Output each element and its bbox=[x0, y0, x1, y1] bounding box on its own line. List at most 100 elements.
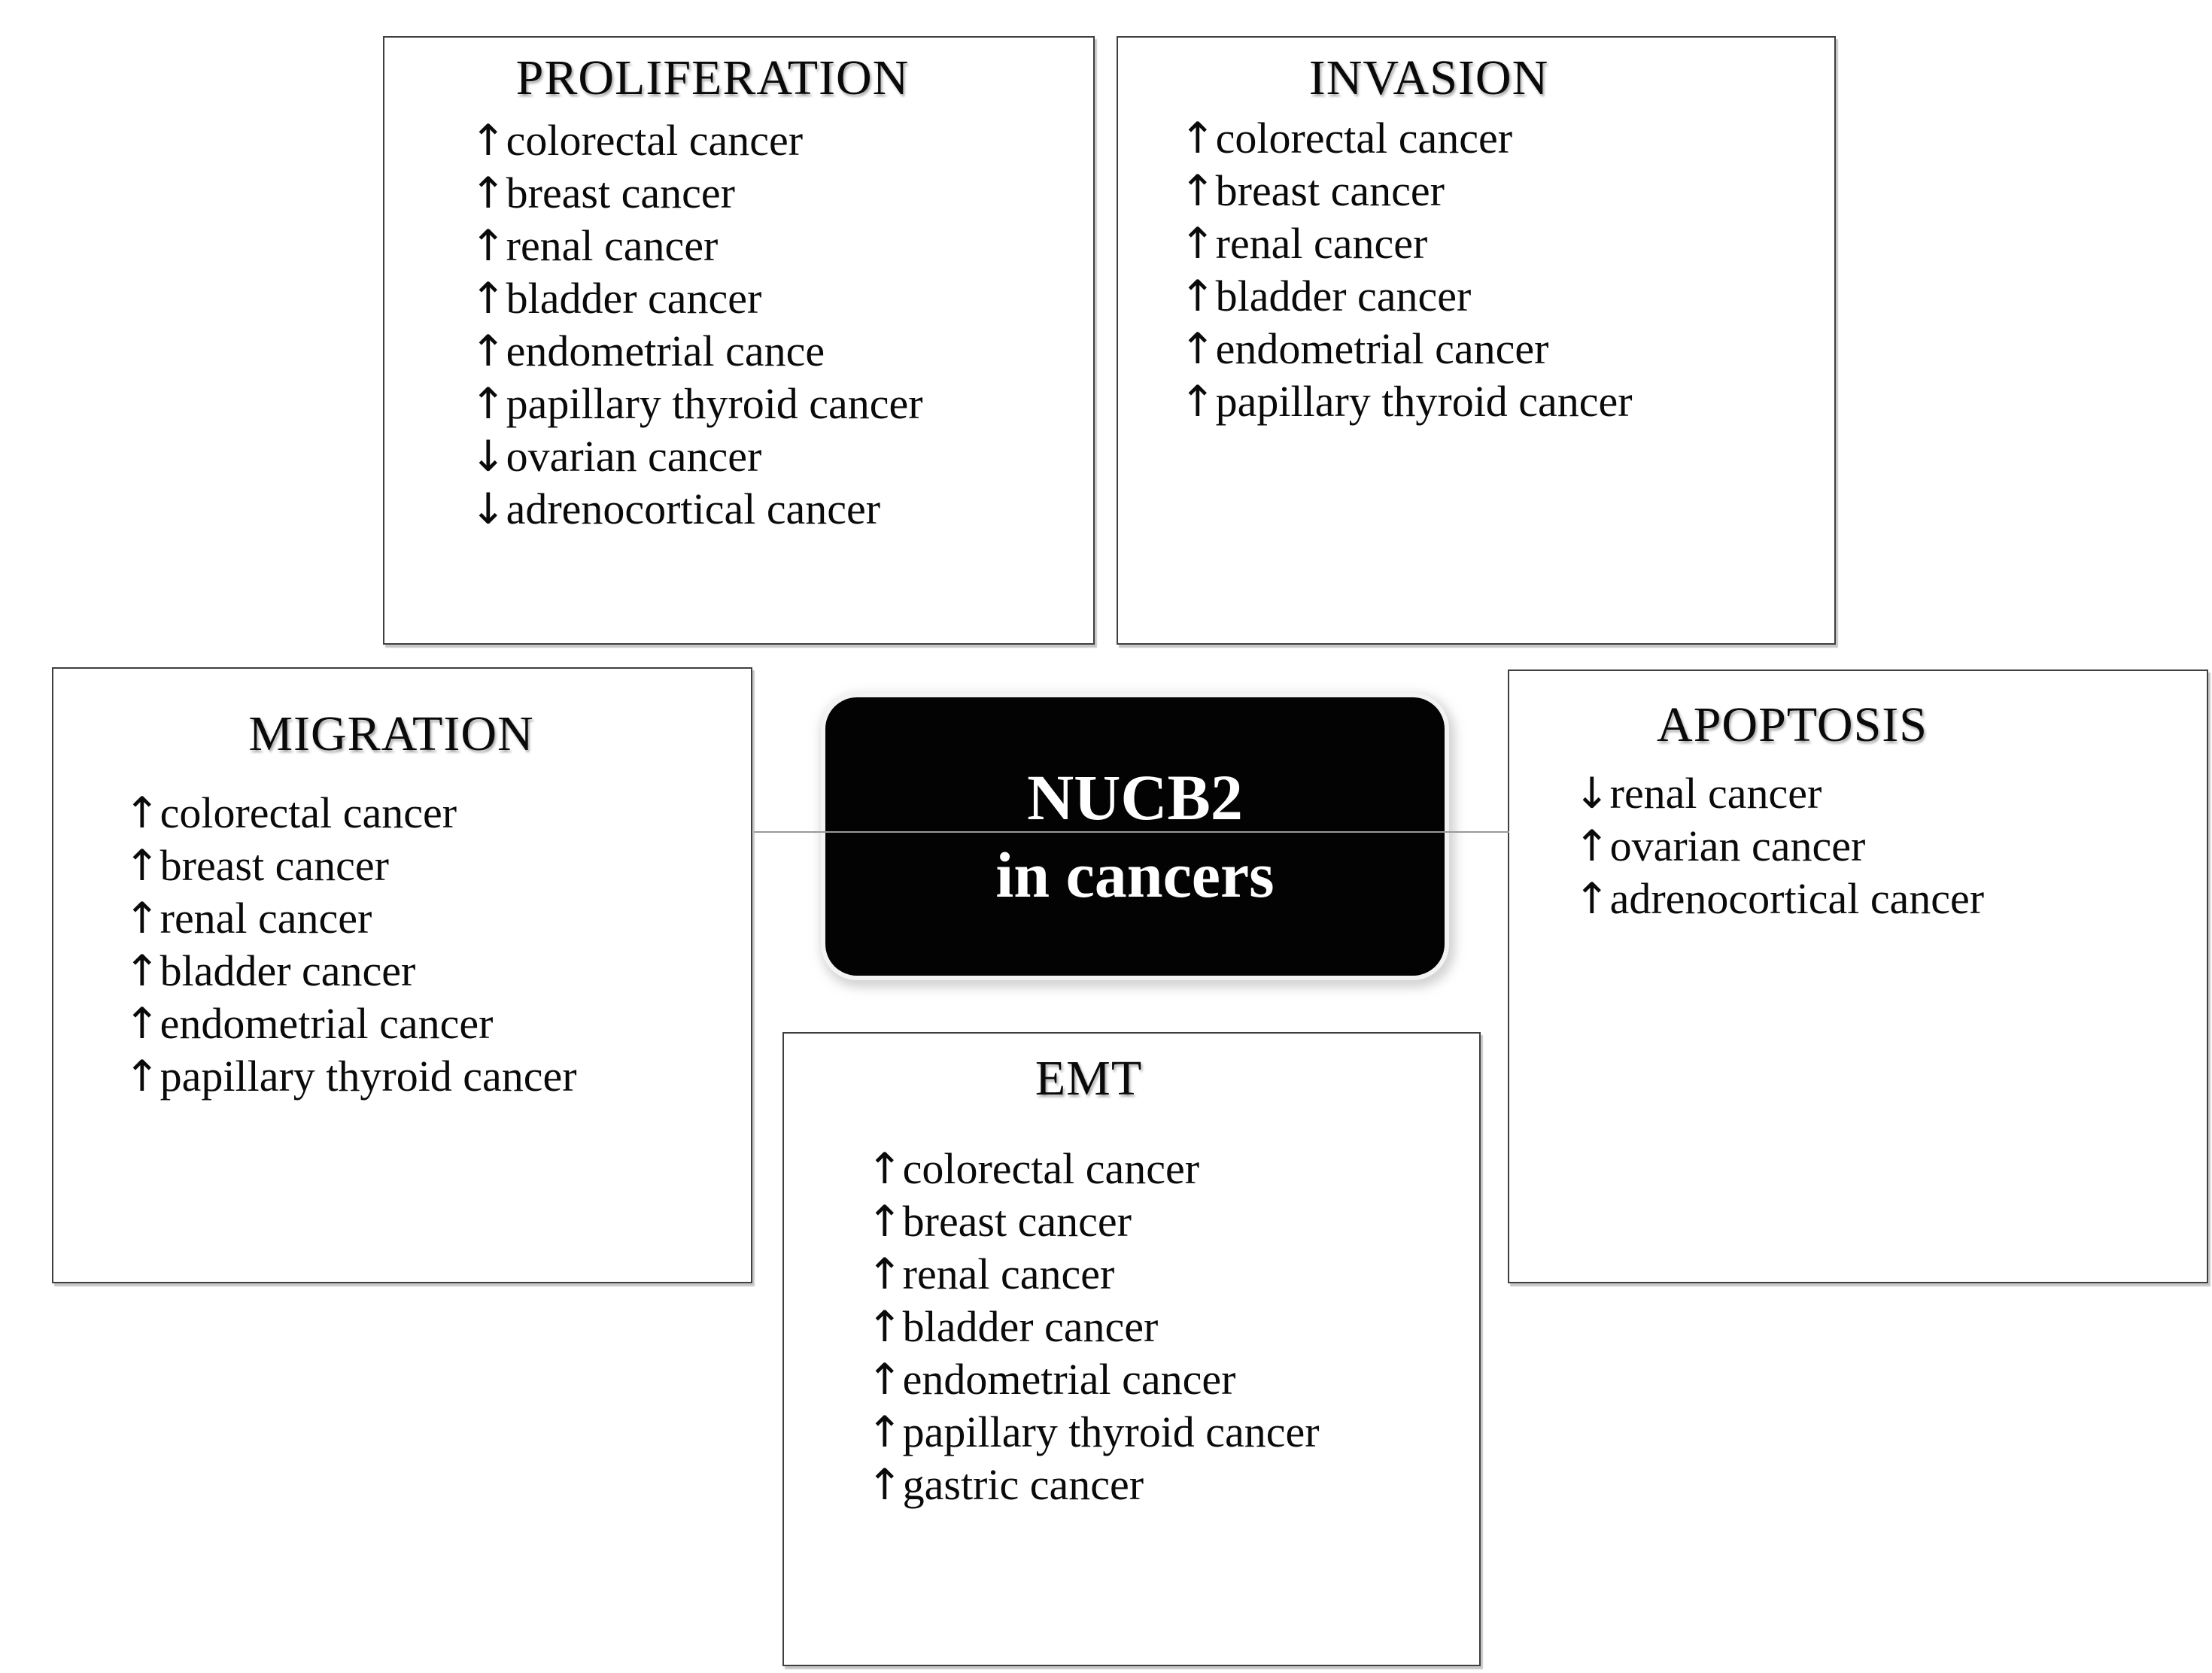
panel-migration: MIGRATION ↑colorectal cancer↑breast canc… bbox=[52, 667, 752, 1283]
cancer-label: papillary thyroid cancer bbox=[160, 1052, 577, 1101]
cancer-label: endometrial cancer bbox=[902, 1355, 1236, 1404]
down-arrow-icon: ↓ bbox=[1574, 769, 1610, 818]
down-arrow-icon: ↓ bbox=[470, 432, 506, 481]
list-item: ↑renal cancer bbox=[867, 1248, 1320, 1301]
list-item: ↑colorectal cancer bbox=[867, 1143, 1320, 1195]
cancer-label: colorectal cancer bbox=[506, 116, 804, 165]
cancer-label: adrenocortical cancer bbox=[506, 484, 881, 533]
up-arrow-icon: ↑ bbox=[124, 788, 160, 838]
cancer-label: ovarian cancer bbox=[506, 432, 762, 481]
nucb2-center-box: NUCB2 in cancers bbox=[825, 697, 1445, 976]
list-item: ↑endometrial cancer bbox=[124, 997, 577, 1050]
center-box-line2: in cancers bbox=[995, 839, 1275, 911]
list-item: ↑renal cancer bbox=[470, 220, 923, 272]
center-box-line1: NUCB2 bbox=[1027, 761, 1243, 833]
cancer-label: colorectal cancer bbox=[1215, 114, 1513, 162]
up-arrow-icon: ↑ bbox=[124, 1052, 160, 1101]
up-arrow-icon: ↑ bbox=[867, 1249, 903, 1299]
up-arrow-icon: ↑ bbox=[470, 169, 506, 218]
list-item: ↑adrenocortical cancer bbox=[1574, 873, 1984, 925]
cancer-label: bladder cancer bbox=[902, 1302, 1159, 1351]
up-arrow-icon: ↑ bbox=[1574, 874, 1610, 924]
list-item: ↑endometrial cance bbox=[470, 325, 923, 378]
cancer-list: ↑colorectal cancer↑breast cancer↑renal c… bbox=[1180, 112, 1633, 428]
list-item: ↑endometrial cancer bbox=[867, 1353, 1320, 1406]
cancer-label: renal cancer bbox=[1215, 219, 1428, 268]
cancer-list: ↑colorectal cancer↑breast cancer↑renal c… bbox=[867, 1143, 1320, 1511]
cancer-label: endometrial cancer bbox=[1215, 324, 1549, 373]
list-item: ↓adrenocortical cancer bbox=[470, 483, 923, 536]
list-item: ↑gastric cancer bbox=[867, 1459, 1320, 1511]
cancer-label: ovarian cancer bbox=[1609, 821, 1866, 870]
panel-apoptosis: APOPTOSIS ↓renal cancer↑ovarian cancer↑a… bbox=[1508, 670, 2208, 1283]
up-arrow-icon: ↑ bbox=[867, 1302, 903, 1352]
list-item: ↑bladder cancer bbox=[1180, 270, 1633, 323]
up-arrow-icon: ↑ bbox=[470, 274, 506, 323]
up-arrow-icon: ↑ bbox=[867, 1144, 903, 1194]
up-arrow-icon: ↑ bbox=[470, 379, 506, 429]
panel-title: MIGRATION bbox=[248, 706, 534, 761]
up-arrow-icon: ↑ bbox=[124, 999, 160, 1049]
cancer-label: papillary thyroid cancer bbox=[1215, 377, 1633, 426]
cancer-label: gastric cancer bbox=[902, 1460, 1144, 1509]
panel-proliferation: PROLIFERATION ↑colorectal cancer↑breast … bbox=[383, 36, 1095, 645]
cancer-label: renal cancer bbox=[506, 221, 719, 270]
up-arrow-icon: ↑ bbox=[470, 221, 506, 271]
up-arrow-icon: ↑ bbox=[867, 1407, 903, 1457]
list-item: ↑breast cancer bbox=[470, 167, 923, 220]
list-item: ↑bladder cancer bbox=[867, 1301, 1320, 1353]
cancer-label: colorectal cancer bbox=[902, 1144, 1200, 1193]
cancer-label: renal cancer bbox=[160, 894, 372, 943]
cancer-label: breast cancer bbox=[160, 841, 389, 890]
up-arrow-icon: ↑ bbox=[1180, 377, 1216, 427]
list-item: ↑colorectal cancer bbox=[1180, 112, 1633, 165]
up-arrow-icon: ↑ bbox=[867, 1197, 903, 1246]
up-arrow-icon: ↑ bbox=[1180, 166, 1216, 216]
cancer-label: bladder cancer bbox=[506, 274, 762, 323]
cancer-label: renal cancer bbox=[1609, 769, 1822, 818]
panel-title: EMT bbox=[1035, 1051, 1143, 1106]
cancer-label: bladder cancer bbox=[160, 946, 416, 995]
up-arrow-icon: ↑ bbox=[470, 116, 506, 165]
list-item: ↑endometrial cancer bbox=[1180, 323, 1633, 375]
list-item: ↑colorectal cancer bbox=[124, 787, 577, 840]
cancer-label: papillary thyroid cancer bbox=[902, 1407, 1320, 1456]
cancer-label: colorectal cancer bbox=[160, 788, 457, 837]
up-arrow-icon: ↑ bbox=[867, 1460, 903, 1510]
cancer-label: bladder cancer bbox=[1215, 272, 1472, 320]
panel-title: INVASION bbox=[1308, 50, 1549, 105]
cancer-label: endometrial cance bbox=[506, 326, 825, 375]
cancer-label: breast cancer bbox=[902, 1197, 1132, 1246]
list-item: ↑papillary thyroid cancer bbox=[1180, 375, 1633, 428]
list-item: ↑renal cancer bbox=[124, 892, 577, 945]
panel-invasion: INVASION ↑colorectal cancer↑breast cance… bbox=[1117, 36, 1836, 645]
panel-title: PROLIFERATION bbox=[515, 50, 910, 105]
list-item: ↑renal cancer bbox=[1180, 217, 1633, 270]
list-item: ↑papillary thyroid cancer bbox=[867, 1406, 1320, 1459]
list-item: ↑breast cancer bbox=[124, 840, 577, 892]
list-item: ↑breast cancer bbox=[867, 1195, 1320, 1248]
list-item: ↓ovarian cancer bbox=[470, 430, 923, 483]
cancer-list: ↑colorectal cancer↑breast cancer↑renal c… bbox=[124, 787, 577, 1103]
up-arrow-icon: ↑ bbox=[1180, 114, 1216, 163]
up-arrow-icon: ↑ bbox=[1180, 219, 1216, 269]
panel-emt: EMT ↑colorectal cancer↑breast cancer↑ren… bbox=[782, 1032, 1481, 1666]
list-item: ↑colorectal cancer bbox=[470, 114, 923, 167]
up-arrow-icon: ↑ bbox=[470, 326, 506, 376]
list-item: ↑papillary thyroid cancer bbox=[124, 1050, 577, 1103]
cancer-label: breast cancer bbox=[1215, 166, 1445, 215]
up-arrow-icon: ↑ bbox=[124, 946, 160, 996]
up-arrow-icon: ↑ bbox=[1180, 272, 1216, 321]
up-arrow-icon: ↑ bbox=[867, 1355, 903, 1404]
center-box-label: NUCB2 in cancers bbox=[995, 759, 1274, 914]
list-item: ↑bladder cancer bbox=[124, 945, 577, 997]
down-arrow-icon: ↓ bbox=[470, 484, 506, 534]
up-arrow-icon: ↑ bbox=[124, 894, 160, 943]
cancer-label: endometrial cancer bbox=[160, 999, 494, 1048]
cancer-label: adrenocortical cancer bbox=[1609, 874, 1985, 923]
up-arrow-icon: ↑ bbox=[1574, 821, 1610, 871]
cancer-label: papillary thyroid cancer bbox=[506, 379, 923, 428]
up-arrow-icon: ↑ bbox=[1180, 324, 1216, 374]
list-item: ↑papillary thyroid cancer bbox=[470, 378, 923, 430]
